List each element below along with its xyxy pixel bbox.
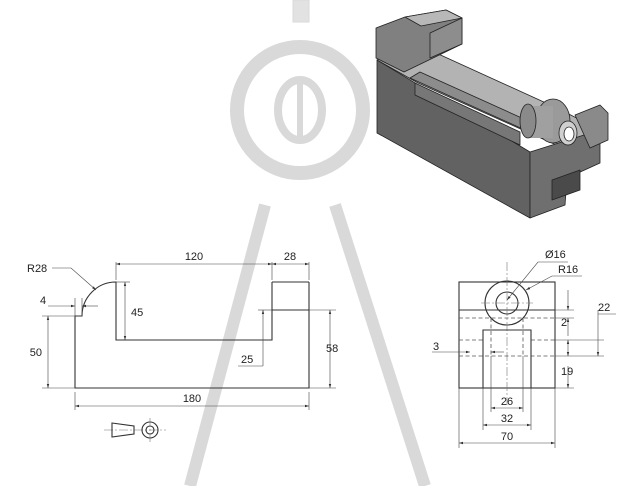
dim-r28: R28 [27, 263, 47, 275]
dim-58: 58 [326, 343, 338, 355]
dim-70: 70 [501, 431, 513, 443]
dim-26: 26 [501, 396, 513, 408]
dim-120: 120 [185, 251, 203, 263]
dim-3: 3 [433, 341, 439, 353]
isometric-view [375, 9, 609, 219]
dim-180: 180 [183, 393, 201, 405]
dim-dia16: Ø16 [545, 249, 566, 261]
dim-45: 45 [131, 307, 143, 319]
dim-22: 22 [598, 302, 610, 314]
dim-28: 28 [284, 251, 296, 263]
front-view: 120 28 R28 4 50 45 25 58 [27, 251, 338, 442]
dim-4: 4 [40, 295, 46, 307]
dim-32: 32 [501, 413, 513, 425]
dim-25: 25 [241, 354, 253, 366]
dim-2: 2 [561, 317, 567, 329]
front-view-outline [74, 281, 310, 389]
compass-watermark [184, 0, 431, 486]
dim-r16: R16 [558, 264, 578, 276]
projection-symbol [104, 418, 166, 442]
side-view: Ø16 R16 2 22 19 3 26 32 [432, 249, 616, 448]
dim-19: 19 [561, 366, 573, 378]
dim-50: 50 [30, 347, 42, 359]
